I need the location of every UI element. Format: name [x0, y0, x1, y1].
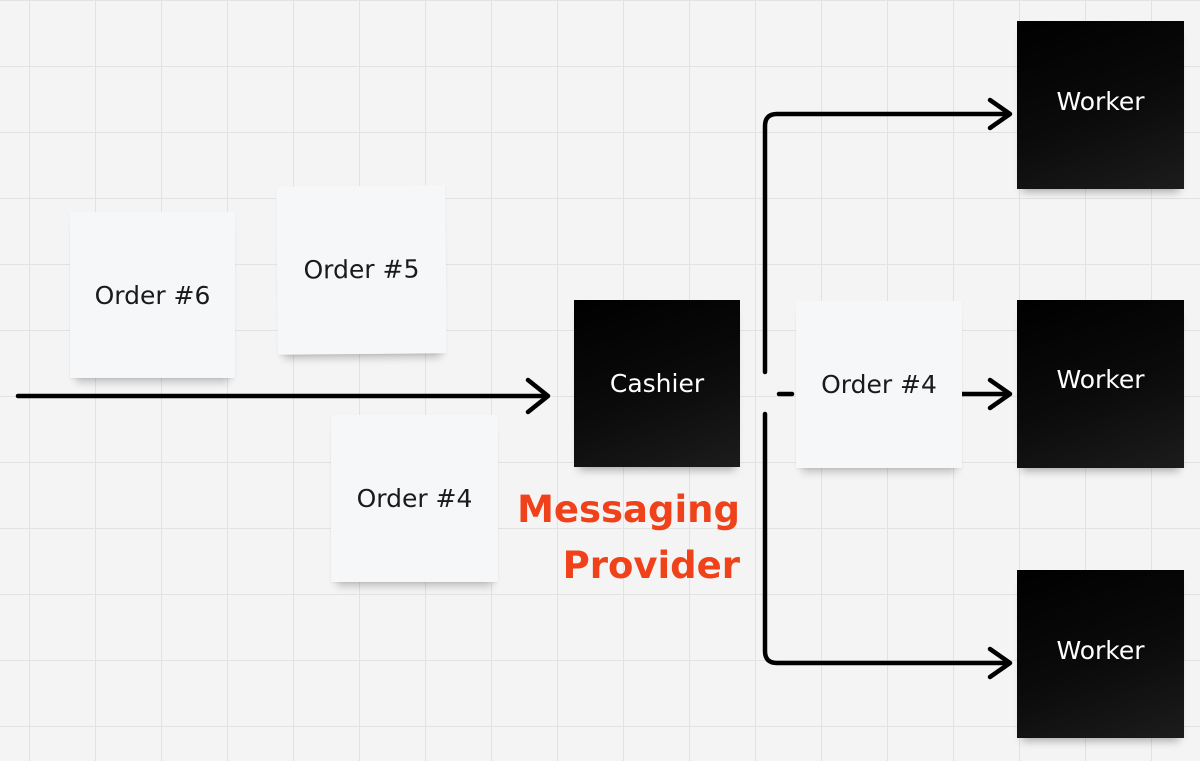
sticky-note-text: Order #4: [821, 370, 937, 399]
fanout-trunk-upper: [762, 111, 1009, 375]
arrowhead-worker-bottom: [987, 646, 1013, 680]
fanout-trunk-lower: [762, 411, 1009, 666]
sticky-note-text: Worker: [1056, 365, 1145, 394]
sticky-note-text: Worker: [1056, 636, 1145, 665]
sticky-note-text: Cashier: [609, 369, 705, 398]
arrowhead-worker-top: [987, 97, 1013, 131]
label-line-1: Messaging: [517, 488, 740, 531]
input-arrowhead: [525, 377, 551, 415]
sticky-note-order-5[interactable]: Order #5: [276, 185, 447, 355]
sticky-note-worker-middle[interactable]: Worker: [1017, 300, 1184, 468]
messaging-provider-label: Messaging Provider: [500, 482, 740, 594]
label-line-2: Provider: [562, 544, 740, 587]
arrowhead-worker-middle: [987, 377, 1013, 411]
sticky-note-order-6[interactable]: Order #6: [70, 212, 235, 378]
sticky-note-cashier[interactable]: Cashier: [574, 300, 740, 467]
sticky-note-order-4-dispatch[interactable]: Order #4: [796, 301, 962, 468]
sticky-note-text: Order #5: [303, 253, 420, 285]
sticky-note-text: Order #4: [356, 484, 473, 513]
sticky-note-text: Order #6: [94, 280, 211, 310]
sticky-note-worker-top[interactable]: Worker: [1017, 21, 1184, 189]
sticky-note-order-4-queue[interactable]: Order #4: [331, 415, 498, 582]
sticky-note-worker-bottom[interactable]: Worker: [1017, 570, 1184, 738]
sticky-note-text: Worker: [1056, 87, 1145, 116]
